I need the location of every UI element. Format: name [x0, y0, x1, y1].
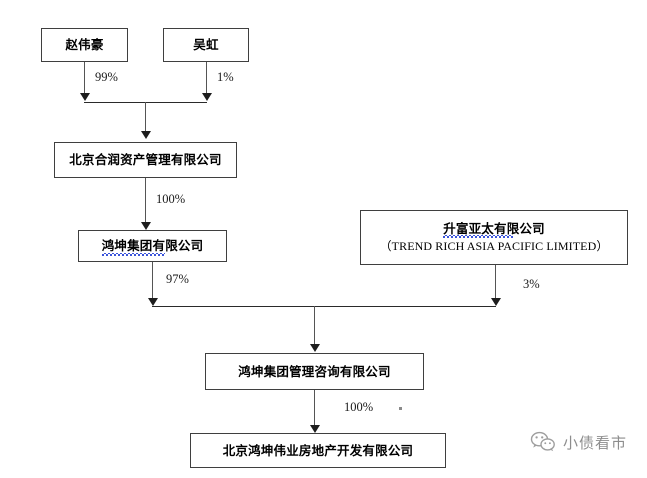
wechat-icon	[530, 431, 556, 453]
node-label: 鸿坤集团有限公司	[101, 238, 204, 256]
node-beijing-hongkun-weiye[interactable]: 北京鸿坤伟业房地产开发有限公司	[190, 433, 446, 468]
edge-hongkun-to-consulting-stem	[152, 262, 153, 302]
edge-trendrich-to-consulting-arrowhead	[491, 298, 501, 306]
edge-percent-99: 99%	[95, 70, 118, 84]
edge-percent-100-consulting: 100%	[344, 400, 374, 414]
edge-percent-3: 3%	[523, 277, 540, 291]
merge-drop-to-herun-arrowhead	[141, 131, 151, 139]
node-label: 北京合润资产管理有限公司	[69, 152, 222, 168]
edge-percent-97: 97%	[166, 272, 189, 286]
edge-consulting-to-weiye-stem	[314, 390, 315, 429]
edge-trendrich-to-consulting-stem	[495, 265, 496, 302]
merge-bar-bottom	[152, 306, 496, 307]
node-label: 鸿坤集团管理咨询有限公司	[238, 363, 391, 379]
edge-consulting-to-weiye-arrowhead	[310, 425, 320, 433]
node-wu-hong[interactable]: 吴虹	[163, 28, 249, 62]
watermark-text: 小债看市	[563, 433, 628, 452]
node-label-en: （TREND RICH ASIA PACIFIC LIMITED）	[379, 239, 609, 254]
edge-zhao-to-herun-stem	[84, 62, 85, 95]
merge-drop-to-consulting	[314, 306, 315, 347]
scan-artifact-speck	[399, 407, 402, 410]
watermark: 小债看市	[530, 431, 627, 453]
merge-drop-to-consulting-arrowhead	[310, 344, 320, 352]
node-trend-rich-asia-pacific[interactable]: 升富亚太有限公司 （TREND RICH ASIA PACIFIC LIMITE…	[360, 210, 628, 265]
node-label: 北京鸿坤伟业房地产开发有限公司	[222, 442, 414, 458]
edge-herun-to-hongkun-arrowhead	[141, 222, 151, 230]
node-hongkun-group[interactable]: 鸿坤集团有限公司	[78, 230, 227, 262]
node-label: 吴虹	[193, 37, 219, 53]
node-hongkun-consulting[interactable]: 鸿坤集团管理咨询有限公司	[205, 353, 424, 390]
edge-percent-100-herun: 100%	[156, 192, 186, 206]
node-beijing-herun-asset[interactable]: 北京合润资产管理有限公司	[54, 142, 237, 178]
edge-hongkun-to-consulting-arrowhead	[148, 298, 158, 306]
edge-percent-1: 1%	[217, 70, 234, 84]
node-label: 赵伟豪	[65, 37, 104, 53]
edge-zhao-to-herun-arrowhead	[80, 93, 90, 101]
edge-wu-to-herun-stem	[206, 62, 207, 95]
edge-wu-to-herun-arrowhead	[202, 93, 212, 101]
merge-drop-to-herun	[145, 102, 146, 133]
node-label-cn: 升富亚太有限公司	[443, 220, 545, 238]
edge-herun-to-hongkun-stem	[145, 178, 146, 226]
node-zhao-weihao[interactable]: 赵伟豪	[41, 28, 128, 62]
